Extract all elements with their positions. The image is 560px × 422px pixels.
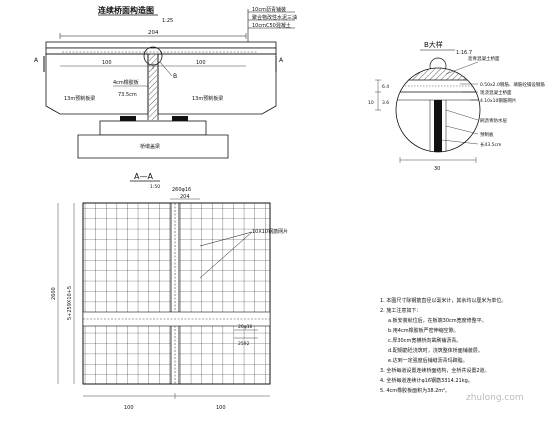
layer3-label: 10cmC50混凝土: [252, 22, 291, 29]
asphalt-layer: [45, 41, 277, 49]
note-item: c.厚30cm宽横桥向凿刷铺沥青。: [388, 337, 461, 344]
side-total-label: 2600: [51, 287, 57, 300]
top-view: 连续桥面构造图 1:25 10cm沥青铺装 聚合物改性水泥三油 10cmC50混…: [34, 5, 297, 159]
side-bar-label: 20φ16: [238, 324, 253, 330]
dim-204: 204: [148, 30, 159, 36]
detail-dim-64: 6.4: [382, 84, 389, 90]
pier-cap-top: [99, 120, 207, 136]
pier-cap: [77, 134, 229, 159]
detail-label-5: 刷沥青防水层: [480, 117, 507, 124]
top-view-title: 连续桥面构造图: [98, 5, 154, 15]
side-len-label: 2592: [238, 341, 250, 347]
dim-left-100: 100: [102, 60, 112, 66]
note-item: 5. 4cm橡胶板面积为38.2m²。: [380, 387, 450, 394]
note-item: d.配钢筋砼浇筑时，浇筑整体桥面铺装层。: [388, 347, 483, 354]
top-bar-label: 260φ16: [172, 187, 191, 193]
section-aa-title: A—A: [134, 172, 153, 181]
detail-dim-36: 3.6: [382, 100, 389, 106]
detail-b-scale: 1:16.7: [456, 50, 472, 56]
detail-label-1: 沥青混凝土桥面: [468, 55, 500, 62]
detail-label-7: 长43.5cm: [480, 141, 501, 148]
watermark: zhulong.com: [466, 393, 524, 403]
top-view-scale: 1:25: [162, 18, 173, 24]
layer2-label: 聚合物改性水泥三油: [252, 14, 297, 21]
detail-b-title: B大样: [424, 40, 443, 49]
section-mark-a-left: A: [34, 57, 39, 64]
note-item: 3. 全桥每道设置连续桥面结构，全桥共设置2道。: [380, 367, 490, 374]
notes: 1. 本图尺寸除钢筋直径以毫米计，其余均以厘米为单位。 2. 施工注意如下： a.板…: [380, 297, 506, 394]
detail-label-3: 现浇混凝土桥面: [480, 89, 512, 96]
right-slab-label: 13m预制板梁: [192, 95, 223, 102]
section-aa: A—A 1:50 260φ16 204 10X10钢筋网片 20φ16 2592…: [51, 172, 288, 411]
gap-dim: 73.5cm: [118, 92, 137, 98]
detail-label-6: 预制板: [480, 131, 494, 138]
section-aa-scale: 1:50: [150, 184, 160, 190]
concrete-layer: [45, 47, 277, 55]
note-item: 2. 施工注意如下：: [380, 307, 421, 314]
note-item: 1. 本图尺寸除钢筋直径以毫米计，其余均以厘米为单位。: [380, 297, 506, 304]
left-slab-label: 13m预制板梁: [64, 95, 95, 102]
detail-label-2: 0.50x2.0钢筋、填筋砼铺设钢筋: [480, 81, 545, 88]
note-item: b.用4cm橡胶板严密伸缩空隙。: [388, 327, 459, 334]
detail-dim-10: 10: [368, 100, 374, 106]
asphalt-hatch: [396, 68, 480, 80]
detail-label-4: 4.10x10钢筋网片: [480, 97, 517, 104]
rubber-strip: [434, 100, 442, 152]
dim-right-100: 100: [196, 60, 206, 66]
side-spacing-label: 5+259X10+5: [67, 286, 73, 320]
note-item: a.板安装就位后，在板端30cm宽度修整平。: [388, 317, 487, 324]
bottom-left-dim: 100: [124, 405, 134, 411]
left-slab: [45, 53, 149, 115]
note-item: 4. 全桥每道连续计φ16钢筋3314.21kg。: [380, 377, 473, 384]
bottom-right-dim: 100: [216, 405, 226, 411]
pier-cap-label: 桥墩盖梁: [140, 143, 160, 150]
top-dim-label: 204: [180, 194, 190, 200]
bearing-left: [120, 116, 136, 121]
layer1-label: 10cm沥青铺装: [252, 6, 286, 13]
rubber-joint: [149, 54, 157, 120]
detail-b: B大样 1:16.7 沥青混凝土桥面 0.50x2.0钢筋、填筋砼铺设钢筋 现浇…: [368, 40, 545, 172]
mesh-note: 10X10钢筋网片: [252, 228, 288, 235]
d-tag: 4cm橡胶板: [113, 79, 139, 86]
joint-column: [170, 202, 180, 385]
callout-b-label: B: [173, 73, 177, 80]
right-slab: [157, 53, 277, 115]
detail-width: 30: [434, 166, 440, 172]
section-mark-a-right: A: [279, 57, 284, 64]
note-item: e.达到一定强度后铺缝沥青玛蹄脂。: [388, 357, 468, 364]
bearing-right: [172, 116, 188, 121]
